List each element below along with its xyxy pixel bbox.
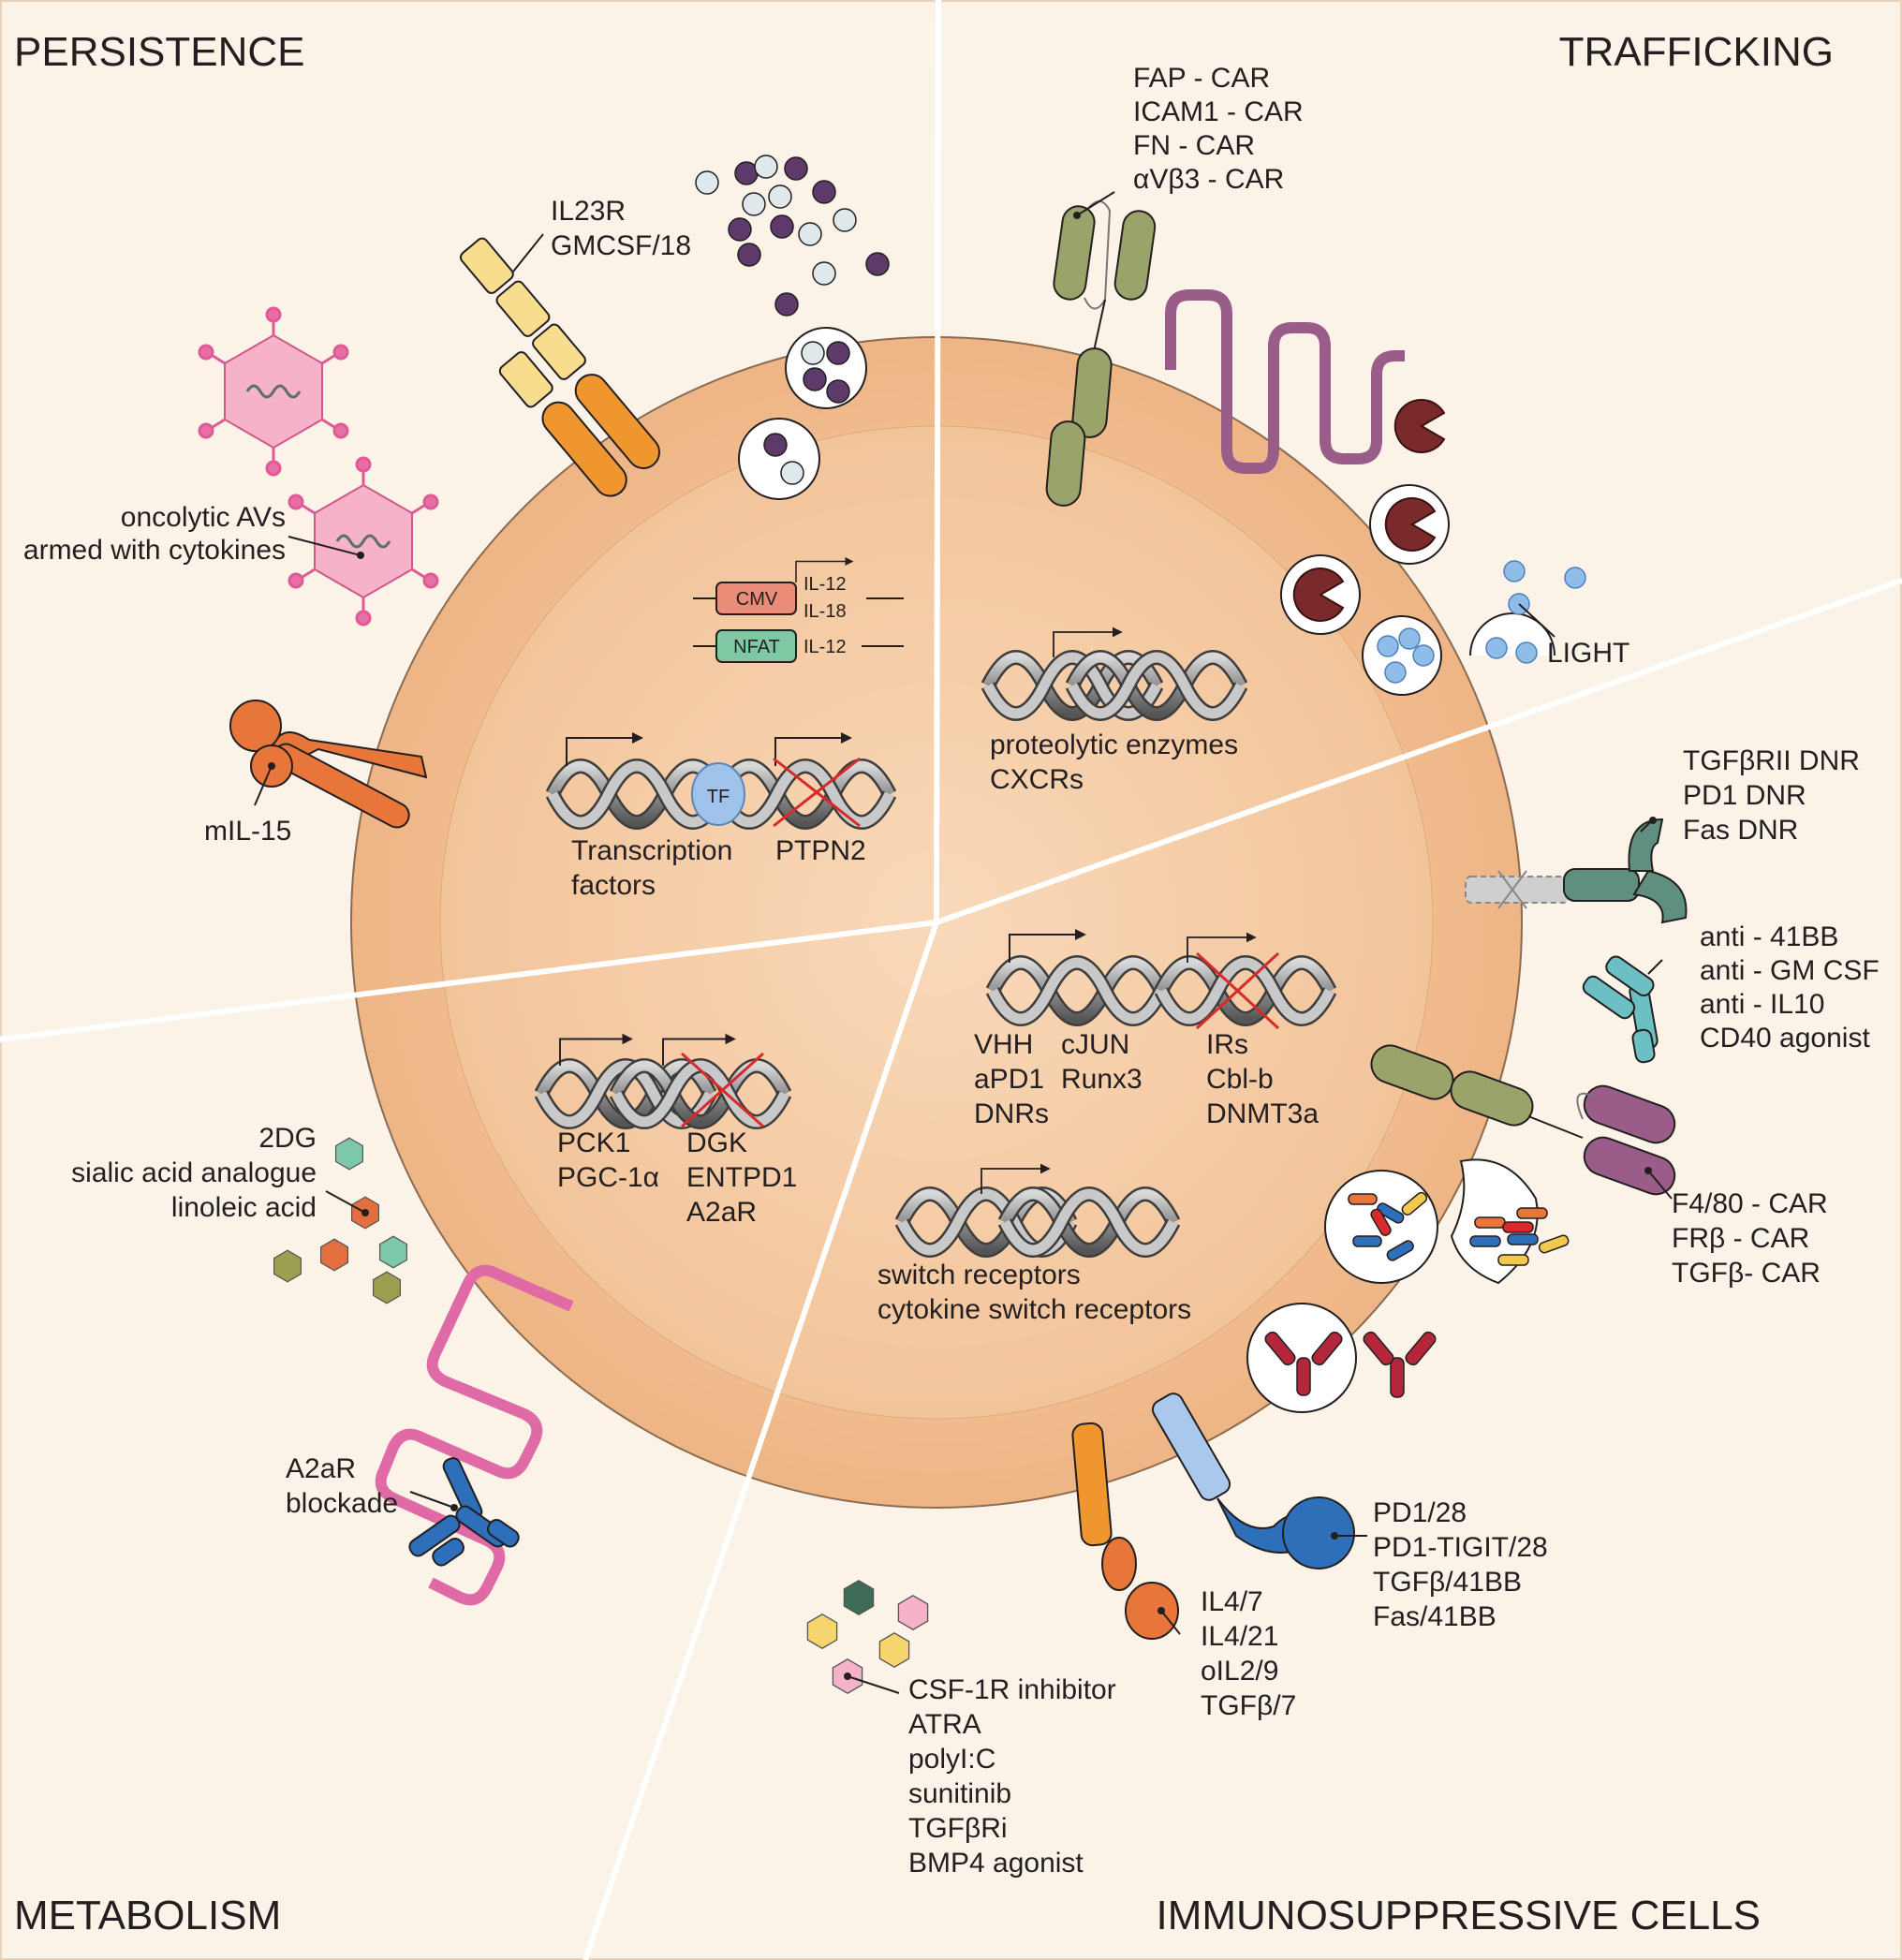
macro-car-2: FRβ - CAR <box>1672 1223 1809 1254</box>
tf-bubble-label: TF <box>707 787 730 807</box>
gene-col1-3: DNRs <box>974 1098 1049 1129</box>
dnr-list-1: TGFβRII DNR <box>1683 745 1860 776</box>
antibody-list-1: anti - 41BB <box>1700 921 1838 952</box>
gene-right-3: A2aR <box>686 1197 757 1228</box>
antibody-list-2: anti - GM CSF <box>1700 955 1880 986</box>
gmcsf-label: GMCSF/18 <box>551 230 691 261</box>
dnr-list-3: Fas DNR <box>1683 815 1798 846</box>
cmv-gene-2: IL-18 <box>804 601 847 622</box>
metabolite-2: sialic acid analogue <box>71 1157 317 1188</box>
quadrant-title-metabolism: METABOLISM <box>14 1893 281 1938</box>
gene-left-1: PCK1 <box>557 1127 630 1158</box>
il4-switch-receptor <box>1071 1422 1181 1640</box>
quadrant-title-persistence: PERSISTENCE <box>14 29 305 75</box>
il4-list-4: TGFβ/7 <box>1201 1690 1296 1721</box>
dnr-list-2: PD1 DNR <box>1683 780 1806 811</box>
nfat-box-label: NFAT <box>733 637 780 657</box>
drug-list-5: TGFβRi <box>908 1813 1008 1844</box>
car-list-3: FN - CAR <box>1133 130 1255 161</box>
macrophage-car <box>1370 1044 1676 1200</box>
vesicle-granules <box>738 327 867 500</box>
light-vesicles <box>1362 560 1586 696</box>
cmv-gene-1: IL-12 <box>804 574 847 595</box>
drug-list-6: BMP4 agonist <box>908 1848 1084 1879</box>
oncolytic-virus-2 <box>288 456 439 626</box>
quadrant-title-immunosuppressive: IMMUNOSUPPRESSIVE CELLS <box>1157 1893 1762 1938</box>
metabolite-3: linoleic acid <box>171 1192 317 1223</box>
light-label: LIGHT <box>1547 638 1629 669</box>
red-antibodies <box>1246 1303 1437 1413</box>
drug-list-3: polyI:C <box>908 1744 995 1775</box>
proteolytic-enzymes <box>1280 399 1450 635</box>
gene-col2-1: cJUN <box>1061 1029 1129 1060</box>
gene-col2-2: Runx3 <box>1061 1064 1143 1095</box>
macro-car-1: F4/80 - CAR <box>1672 1188 1828 1219</box>
enzymes-label-2: CXCRs <box>990 764 1084 795</box>
car-list-4: αVβ3 - CAR <box>1133 164 1284 195</box>
quadrant-title-trafficking: TRAFFICKING <box>1559 29 1834 75</box>
secreted-granules <box>695 155 890 317</box>
ptpn2-label: PTPN2 <box>775 835 866 866</box>
il23r-label: IL23R <box>551 196 626 227</box>
pd1-switch-receptor <box>1151 1393 1367 1569</box>
il23r-receptor <box>459 233 661 497</box>
mil15-label: mIL-15 <box>204 816 291 847</box>
gene-col3-1: IRs <box>1206 1029 1248 1060</box>
drug-hexagons <box>806 1580 929 1694</box>
drug-list-4: sunitinib <box>908 1778 1011 1809</box>
macro-car-3: TGFβ- CAR <box>1672 1258 1821 1289</box>
il4-list-1: IL4/7 <box>1201 1586 1263 1617</box>
pd1-list-2: PD1-TIGIT/28 <box>1373 1532 1548 1563</box>
gene-left-2: PGC-1α <box>557 1162 659 1193</box>
gene-right-2: ENTPD1 <box>686 1162 797 1193</box>
secreted-antibody <box>1582 955 1659 1064</box>
cmv-construct <box>693 556 904 615</box>
drug-list-1: CSF-1R inhibitor <box>908 1674 1116 1705</box>
car-list-1: FAP - CAR <box>1133 63 1270 94</box>
switch-label-2: cytokine switch receptors <box>877 1294 1191 1325</box>
a2ar-label-1: A2aR <box>286 1453 356 1484</box>
metabolite-1: 2DG <box>258 1123 317 1154</box>
drug-list-2: ATRA <box>908 1709 981 1740</box>
antibody-list-4: CD40 agonist <box>1700 1023 1870 1054</box>
dnr-receptor <box>1465 817 1688 924</box>
a2ar-blockade-antibody <box>408 1457 520 1567</box>
gene-col1-2: aPD1 <box>974 1064 1044 1095</box>
gene-col3-2: Cbl-b <box>1206 1064 1274 1095</box>
nfat-construct <box>693 629 904 663</box>
pd1-list-3: TGFβ/41BB <box>1373 1567 1522 1598</box>
nfat-gene: IL-12 <box>804 637 847 657</box>
oncolytic-virus-1 <box>198 306 349 477</box>
tf-label-2: factors <box>571 870 656 901</box>
antibody-list-3: anti - IL10 <box>1700 989 1824 1020</box>
switch-label-1: switch receptors <box>877 1260 1081 1290</box>
cmv-box-label: CMV <box>736 589 778 610</box>
mil15-molecule <box>229 700 428 829</box>
gene-col3-3: DNMT3a <box>1206 1098 1319 1129</box>
trafficking-car <box>1045 191 1157 507</box>
car-list-2: ICAM1 - CAR <box>1133 96 1304 127</box>
pd1-list-1: PD1/28 <box>1373 1497 1467 1528</box>
enzymes-label-1: proteolytic enzymes <box>990 729 1238 760</box>
gene-col1-1: VHH <box>974 1029 1033 1060</box>
oncolytic-label-2: armed with cytokines <box>23 535 286 566</box>
oncolytic-label-1: oncolytic AVs <box>121 502 286 533</box>
dna-immunosuppressive <box>993 928 1330 1030</box>
a2ar-label-2: blockade <box>286 1488 398 1519</box>
dna-transcription-factors <box>553 731 890 826</box>
pd1-list-4: Fas/41BB <box>1373 1601 1497 1632</box>
a2ar-receptor <box>375 1264 574 1606</box>
metabolite-hexagons <box>273 1137 407 1304</box>
il4-list-2: IL4/21 <box>1201 1621 1278 1652</box>
gene-right-1: DGK <box>686 1127 747 1158</box>
pill-vesicles <box>1324 1158 1570 1285</box>
chemokine-receptor-trafficking <box>1165 289 1405 474</box>
il4-list-3: oIL2/9 <box>1201 1656 1278 1687</box>
dna-metabolism <box>541 1032 785 1127</box>
tf-label-1: Transcription <box>571 835 732 866</box>
